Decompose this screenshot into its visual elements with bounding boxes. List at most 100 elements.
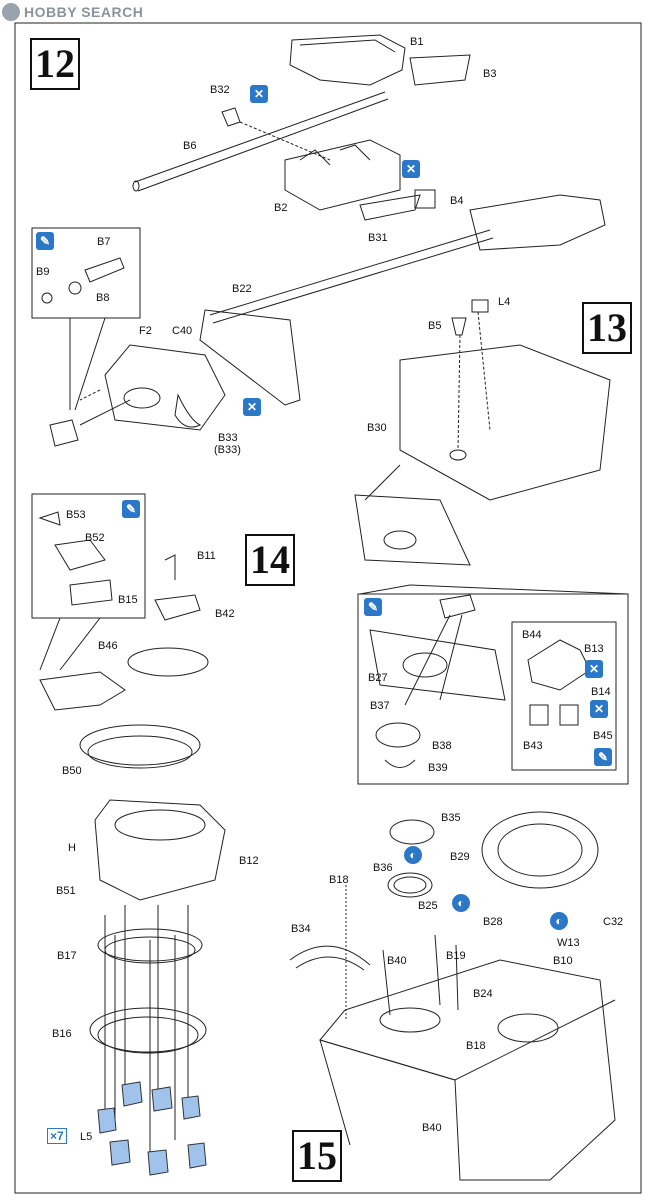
part-b42 [154,594,201,621]
label-b4: B4 [450,195,464,207]
label-b12: B12 [239,855,259,867]
rotate-icon: ◐ [550,912,568,930]
turret-hull [319,959,616,1181]
label-b9: B9 [36,266,50,278]
gun-barrel-b6 [134,91,386,183]
step-number-12: 12 [30,38,80,90]
label-c40: C40 [172,325,193,337]
part-l5-5 [109,1139,131,1166]
label-w13: W13 [557,937,580,949]
label-b27: B27 [368,672,388,684]
step-number-13: 13 [582,302,632,354]
label-b35: B35 [441,812,461,824]
no-glue-icon: ✕ [250,85,268,103]
label-b32: B32 [210,84,230,96]
label-l4: L4 [498,296,511,308]
breech-assembly [469,194,606,251]
hobbysearch-logo-icon [2,3,20,21]
label-b11: B11 [197,550,216,562]
part-l5-6 [147,1149,169,1176]
label-l5: L5 [80,1131,93,1143]
part-b46 [127,647,209,677]
label-b33: B33 [218,432,238,444]
part-b22 [199,309,301,406]
no-glue-icon: ✕ [243,398,261,416]
label-b52: B52 [85,532,105,544]
part-b3 [409,54,471,86]
label-b13: B13 [584,643,604,655]
part-b16 [89,1007,207,1053]
label-b24: B24 [473,988,493,1000]
turret-rear-b30 [399,344,611,501]
part-b36 [387,872,433,898]
part-b31 [359,194,421,221]
label-b16: B16 [52,1028,72,1040]
part-b4 [414,189,436,209]
part-l5-7 [187,1142,207,1169]
label-b33-paren: (B33) [214,444,241,456]
label-b43: B43 [523,740,543,752]
multiply-icon: ×7 [47,1128,67,1144]
label-b34: B34 [291,923,311,935]
part-f2 [104,344,226,431]
label-b1: B1 [410,36,424,48]
no-glue-icon: ✕ [402,160,420,178]
part-b2 [284,139,401,211]
site-name: HOBBY SEARCH [24,4,144,20]
part-b27 [369,629,506,701]
label-b22: B22 [232,283,252,295]
label-b46: B46 [98,640,118,652]
page-border [14,22,642,1194]
label-b18-lower: B18 [466,1040,486,1052]
part-b34 [289,945,371,966]
label-b15: B15 [118,594,138,606]
part-b5 [451,317,467,336]
label-b10: B10 [553,955,573,967]
glue-icon: ✎ [364,598,382,616]
label-b2: B2 [274,202,288,214]
label-b7: B7 [97,236,111,248]
site-header: HOBBY SEARCH [2,2,143,22]
cupola-assembled [481,811,599,889]
rotate-icon: ◐ [452,894,470,912]
label-b18: B18 [329,874,349,886]
part-b7-muzzle [49,419,79,447]
label-b40: B40 [387,955,407,967]
quantity-marker: ×7 [47,1128,69,1144]
part-l5-2 [151,1086,173,1112]
step-number-15: 15 [292,1130,342,1182]
label-b42: B42 [215,608,235,620]
step-number-14: 14 [245,534,295,586]
no-glue-icon: ✕ [590,700,608,718]
glue-icon: ✎ [594,748,612,766]
label-b36: B36 [373,862,393,874]
label-h: H [68,842,76,854]
label-b17: B17 [57,950,77,962]
detail-box-b43 [511,621,617,771]
part-l5-3 [181,1095,201,1120]
label-b44: B44 [522,629,542,641]
label-f2: F2 [139,325,152,337]
label-b6: B6 [183,140,197,152]
label-b3: B3 [483,68,497,80]
label-b53: B53 [66,509,86,521]
label-b31: B31 [368,232,388,244]
part-b37 [375,722,421,748]
label-b28: B28 [483,916,503,928]
part-b1 [289,34,406,86]
part-l5-1 [121,1081,143,1107]
label-b45: B45 [593,730,613,742]
label-b25: B25 [418,900,438,912]
periscope-assembly [39,671,126,711]
rear-plate [354,494,471,566]
label-b8: B8 [96,292,110,304]
glue-icon: ✎ [122,500,140,518]
label-b37: B37 [370,700,390,712]
label-b40-lower: B40 [422,1122,442,1134]
label-b30: B30 [367,422,387,434]
label-b38: B38 [432,740,452,752]
detail-box-b7 [31,227,141,319]
label-b29: B29 [450,851,470,863]
